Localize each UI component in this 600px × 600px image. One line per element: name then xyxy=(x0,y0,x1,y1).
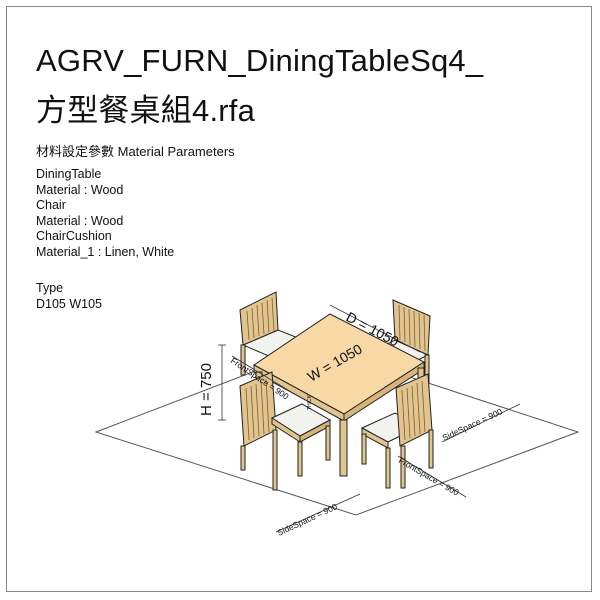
material-parameters-list: DiningTable Material : Wood Chair Materi… xyxy=(36,167,174,261)
side-space-right-label: SideSpace = 900 xyxy=(441,406,504,443)
type-label: Type xyxy=(36,281,64,295)
title-line-2: 方型餐桌組4.rfa xyxy=(36,93,256,128)
side-space-bottom-line xyxy=(275,493,361,533)
chair-slats xyxy=(246,297,275,341)
title-line-1: AGRV_FURN_DiningTableSq4_ xyxy=(36,43,484,78)
table-leg xyxy=(339,419,348,477)
chair-slats xyxy=(245,378,270,441)
front-space-left-line xyxy=(231,355,297,396)
chair-leg xyxy=(361,433,367,465)
chair-leg xyxy=(240,344,246,376)
param-line: ChairCushion xyxy=(36,229,112,244)
type-value: D105 W105 xyxy=(36,296,103,311)
dining-table xyxy=(253,313,425,477)
chair-front-left xyxy=(239,371,332,491)
param-line: Chair xyxy=(36,198,66,213)
material-parameters-heading: 材料設定參數 Material Parameters xyxy=(36,144,235,159)
chair-leg xyxy=(272,429,278,491)
chair-leg xyxy=(297,441,303,477)
chair-leg xyxy=(325,425,331,461)
side-space-right-line xyxy=(441,403,521,443)
param-line: DiningTable xyxy=(36,167,102,181)
dimension-lines xyxy=(218,304,521,533)
chair-leg xyxy=(385,447,391,489)
chair-slats xyxy=(398,304,426,352)
file-title: AGRV_FURN_DiningTableSq4_ 方型餐桌組4.rfa xyxy=(36,36,483,136)
thickness-label: THICK xyxy=(307,394,313,410)
chair-leg xyxy=(240,445,246,471)
chair-backrest xyxy=(395,373,433,447)
chair-leg xyxy=(400,445,406,489)
front-space-right-line xyxy=(397,455,467,498)
side-space-bottom-label: SideSpace = 900 xyxy=(276,501,339,538)
param-line: Material : Wood xyxy=(36,182,124,197)
chair-backrest xyxy=(239,291,279,346)
param-line: Material_1 : Linen, White xyxy=(36,244,175,259)
depth-dimension-line xyxy=(329,304,421,353)
chair-slats xyxy=(401,380,426,441)
type-block: Type D105 W105 xyxy=(36,281,102,312)
chair-back-left xyxy=(239,291,308,386)
chair-leg xyxy=(428,429,434,469)
param-line: Material : Wood xyxy=(36,213,124,228)
page-frame xyxy=(6,6,592,592)
chair-front-right xyxy=(360,373,434,489)
height-dimension-label: H = 750 xyxy=(198,363,215,416)
